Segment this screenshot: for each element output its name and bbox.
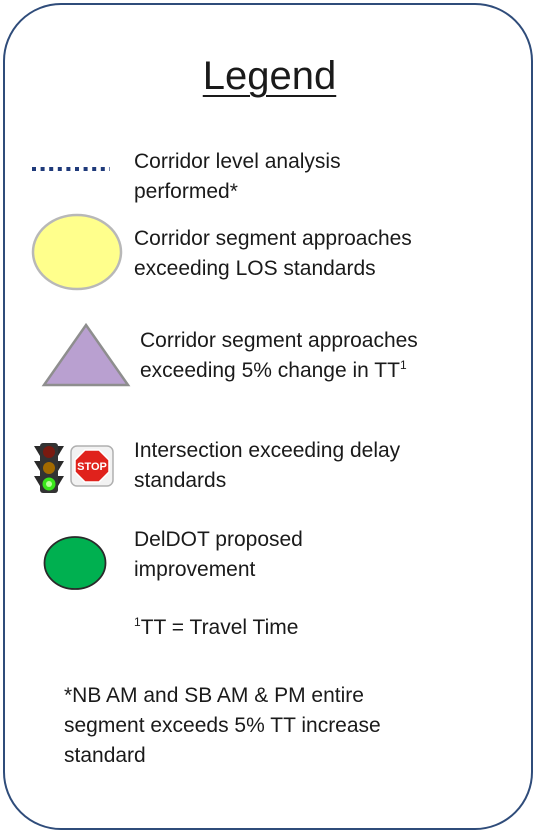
entry-deldot-improvement-line1: DelDOT proposed	[134, 528, 303, 551]
entry-deldot-improvement: DelDOT proposed improvement	[134, 525, 303, 585]
entry-corridor-level-line1: Corridor level analysis	[134, 150, 341, 173]
footnote-travel-time: 1TT = Travel Time	[134, 613, 298, 643]
stop-sign-text: STOP	[77, 461, 107, 473]
note-line1: *NB AM and SB AM & PM entire	[64, 684, 364, 707]
entry-intersection-delay: Intersection exceeding delay standards	[134, 436, 400, 496]
entry-intersection-delay-line2: standards	[134, 469, 227, 492]
superscript-1: 1	[399, 358, 407, 372]
entry-los: Corridor segment approaches exceeding LO…	[134, 224, 412, 284]
traffic-light-and-stop-sign-icon: STOP	[32, 442, 116, 496]
green-ellipse-icon	[43, 536, 107, 590]
entry-los-line1: Corridor segment approaches	[134, 227, 412, 250]
entry-tt-change-line2-text: exceeding 5% change in TT	[140, 359, 400, 382]
purple-triangle-icon	[41, 322, 131, 387]
traffic-light-icon	[34, 443, 64, 493]
note-line3: standard	[64, 744, 146, 767]
entry-corridor-level-line2: performed*	[134, 180, 238, 203]
entry-tt-change-line2: exceeding 5% change in TT1	[140, 356, 418, 386]
note-line2: segment exceeds 5% TT increase	[64, 714, 381, 737]
footnote-travel-time-text: TT = Travel Time	[140, 616, 299, 639]
entry-tt-change-line1: Corridor segment approaches	[140, 329, 418, 352]
legend-title: Legend	[202, 54, 337, 98]
entry-deldot-improvement-line2: improvement	[134, 558, 256, 581]
stop-sign-icon: STOP	[70, 445, 114, 487]
entry-intersection-delay-line1: Intersection exceeding delay	[134, 439, 401, 462]
entry-corridor-level: Corridor level analysis performed*	[134, 147, 341, 207]
entry-tt-change: Corridor segment approaches exceeding 5%…	[140, 326, 418, 386]
yellow-ellipse-icon	[31, 213, 123, 291]
entry-los-line2: exceeding LOS standards	[134, 257, 376, 280]
legend-box	[3, 3, 533, 830]
note-entire-segment: *NB AM and SB AM & PM entire segment exc…	[64, 681, 381, 771]
footnote-superscript-1: 1	[134, 615, 141, 629]
dotted-line-icon	[32, 167, 110, 171]
